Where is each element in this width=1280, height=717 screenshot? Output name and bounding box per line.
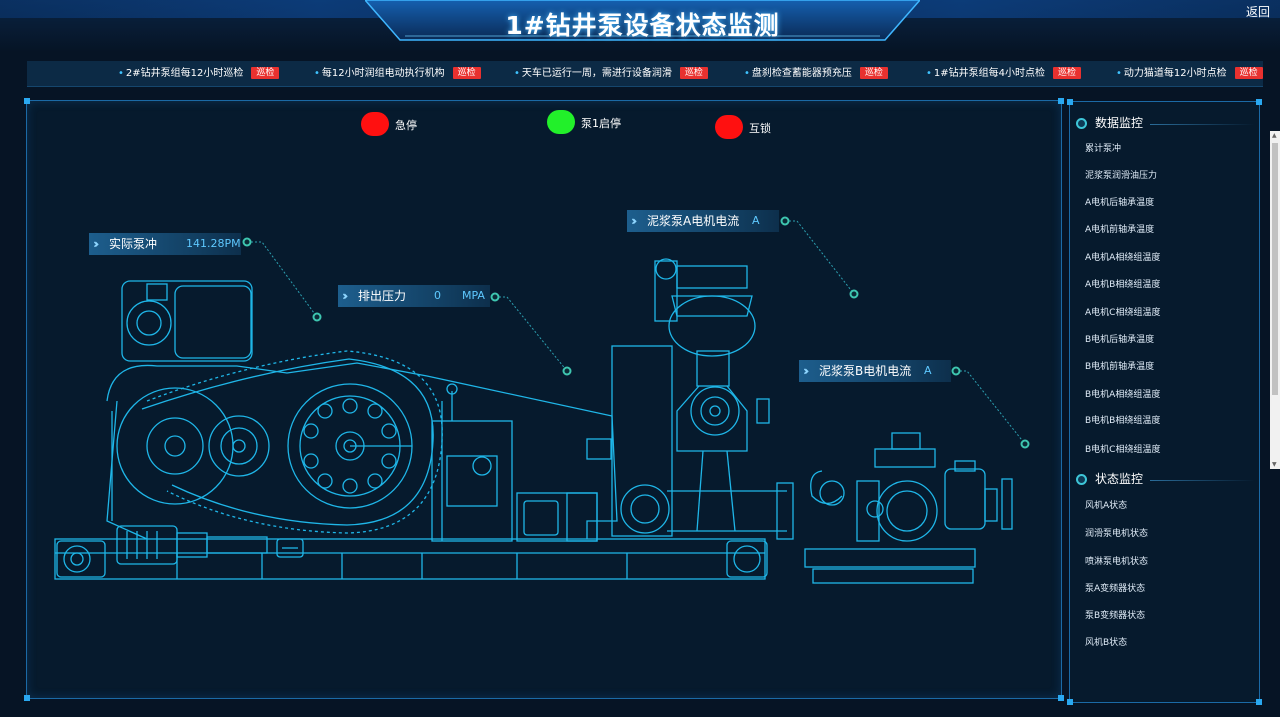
data-list-scrollbar[interactable]: ▲ ▼ bbox=[1270, 131, 1280, 469]
panel-corner bbox=[1058, 98, 1064, 104]
inspection-badge[interactable]: 巡检 bbox=[859, 67, 888, 79]
bullet-icon: • bbox=[118, 68, 124, 79]
page-title: 1#钻井泵设备状态监测 bbox=[505, 11, 780, 40]
inspection-badge[interactable]: 巡检 bbox=[251, 67, 280, 79]
section-divider bbox=[1150, 480, 1255, 481]
ticker-text: 天车已运行一周，需进行设备润滑 bbox=[521, 68, 672, 79]
panel-corner bbox=[1256, 699, 1262, 705]
section-title: 数据监控 bbox=[1095, 116, 1144, 130]
motor-a-current-tag[interactable]: ››› 泥浆泵A电机电流 A bbox=[627, 210, 779, 232]
data-monitor-item[interactable]: B电机后轴承温度 bbox=[1085, 335, 1155, 345]
chevron-right-icon: ››› bbox=[93, 237, 100, 251]
section-bullet-icon bbox=[1076, 118, 1087, 129]
ticker-item[interactable]: •每12小时润组电动执行机构巡检 bbox=[314, 61, 481, 86]
inspection-badge[interactable]: 巡检 bbox=[1053, 67, 1082, 79]
scroll-down-icon[interactable]: ▼ bbox=[1272, 461, 1277, 468]
tag-unit: A bbox=[752, 214, 760, 227]
tag-name: 排出压力 bbox=[358, 289, 407, 303]
bullet-icon: • bbox=[514, 68, 520, 79]
status-monitor-item[interactable]: 风机A状态 bbox=[1085, 501, 1128, 511]
bullet-icon: • bbox=[1116, 68, 1122, 79]
data-monitor-item[interactable]: B电机B相绕组温度 bbox=[1085, 416, 1161, 426]
data-monitor-item[interactable]: B电机前轴承温度 bbox=[1085, 362, 1155, 372]
inspection-badge[interactable]: 巡检 bbox=[1234, 67, 1263, 79]
discharge-pressure-tag[interactable]: ››› 排出压力 0 MPA bbox=[338, 285, 490, 307]
section-divider bbox=[1150, 124, 1255, 125]
panel-corner bbox=[1067, 99, 1073, 105]
panel-corner bbox=[24, 98, 30, 104]
data-monitor-item[interactable]: A电机B相绕组温度 bbox=[1085, 280, 1161, 290]
chevron-right-icon: ››› bbox=[342, 289, 349, 303]
callout-lines bbox=[242, 216, 1030, 449]
tag-unit: MPA bbox=[462, 289, 485, 302]
data-monitor-item[interactable]: 泥浆泵润滑油压力 bbox=[1085, 171, 1158, 181]
ticker-item[interactable]: •动力猫道每12小时点检巡检 bbox=[1116, 61, 1263, 86]
tag-name: 泥浆泵A电机电流 bbox=[647, 214, 740, 228]
chevron-right-icon: ››› bbox=[803, 364, 810, 378]
tag-unit: A bbox=[924, 364, 932, 377]
ticker-item[interactable]: •天车已运行一周，需进行设备润滑巡检 bbox=[514, 61, 708, 86]
title-plate bbox=[365, 0, 920, 41]
data-monitor-item[interactable]: 累计泵冲 bbox=[1085, 144, 1122, 154]
motor-b-current-tag[interactable]: ››› 泥浆泵B电机电流 A bbox=[799, 360, 951, 382]
tag-value: 141.28PM bbox=[186, 237, 241, 250]
inspection-badge[interactable]: 巡检 bbox=[452, 67, 481, 79]
tag-name: 泥浆泵B电机电流 bbox=[819, 364, 912, 378]
tag-value: 0 bbox=[434, 289, 441, 302]
section-title: 状态监控 bbox=[1095, 472, 1144, 486]
status-monitor-item[interactable]: 润滑泵电机状态 bbox=[1085, 529, 1149, 539]
bullet-icon: • bbox=[314, 68, 320, 79]
tag-name: 实际泵冲 bbox=[109, 237, 158, 251]
inspection-badge[interactable]: 巡检 bbox=[679, 67, 708, 79]
bullet-icon: • bbox=[744, 68, 750, 79]
ticker-text: 每12小时润组电动执行机构 bbox=[321, 68, 445, 79]
data-monitor-item[interactable]: B电机C相绕组温度 bbox=[1085, 445, 1161, 455]
panel-corner bbox=[24, 695, 30, 701]
ticker-text: 1#钻井泵组每4小时点检 bbox=[933, 68, 1046, 79]
data-monitor-heading: 数据监控 bbox=[1076, 114, 1143, 132]
indicator-label: 急停 bbox=[395, 119, 417, 132]
panel-corner bbox=[1067, 699, 1073, 705]
status-monitor-heading: 状态监控 bbox=[1076, 470, 1143, 488]
scrollbar-thumb[interactable] bbox=[1272, 143, 1278, 395]
ticker-text: 动力猫道每12小时点检 bbox=[1123, 68, 1227, 79]
inspection-ticker: •2#钻井泵组每12小时巡检巡检 •每12小时润组电动执行机构巡检 •天车已运行… bbox=[27, 61, 1263, 87]
data-monitor-item[interactable]: A电机前轴承温度 bbox=[1085, 225, 1155, 235]
panel-corner bbox=[1256, 99, 1262, 105]
status-monitor-item[interactable]: 喷淋泵电机状态 bbox=[1085, 557, 1149, 567]
status-monitor-item[interactable]: 风机B状态 bbox=[1085, 638, 1128, 648]
section-bullet-icon bbox=[1076, 474, 1087, 485]
drilling-pump-diagram bbox=[54, 258, 1013, 584]
status-lamp bbox=[547, 110, 575, 134]
chevron-right-icon: ››› bbox=[631, 214, 638, 228]
status-lamp bbox=[715, 115, 743, 139]
monitor-side-panel: 数据监控 累计泵冲 泥浆泵润滑油压力 A电机后轴承温度 A电机前轴承温度 A电机… bbox=[1067, 99, 1262, 705]
pump-diagram-panel: 急停 泵1启停 互锁 ››› 实际泵冲 141.28PM ››› 排出压力 0 bbox=[24, 98, 1064, 701]
status-monitor-item[interactable]: 泵B变频器状态 bbox=[1085, 611, 1146, 621]
ticker-text: 盘刹检查蓄能器预充压 bbox=[751, 68, 852, 79]
data-monitor-item[interactable]: A电机后轴承温度 bbox=[1085, 198, 1155, 208]
data-monitor-item[interactable]: A电机A相绕组温度 bbox=[1085, 253, 1161, 263]
ticker-text: 2#钻井泵组每12小时巡检 bbox=[125, 68, 244, 79]
scroll-up-icon[interactable]: ▲ bbox=[1272, 132, 1277, 139]
ticker-item[interactable]: •盘刹检查蓄能器预充压巡检 bbox=[744, 61, 888, 86]
pump-stroke-tag[interactable]: ››› 实际泵冲 141.28PM bbox=[89, 233, 241, 255]
header-bar: 1#钻井泵设备状态监测 返回 bbox=[0, 0, 1280, 52]
status-monitor-item[interactable]: 泵A变频器状态 bbox=[1085, 584, 1146, 594]
panel-corner bbox=[1058, 695, 1064, 701]
indicator-label: 泵1启停 bbox=[581, 117, 621, 130]
status-lamp bbox=[361, 112, 389, 136]
data-monitor-item[interactable]: B电机A相绕组温度 bbox=[1085, 390, 1161, 400]
ticker-item[interactable]: •2#钻井泵组每12小时巡检巡检 bbox=[118, 61, 280, 86]
indicator-label: 互锁 bbox=[749, 122, 771, 135]
back-button[interactable]: 返回 bbox=[1245, 5, 1270, 19]
data-monitor-item[interactable]: A电机C相绕组温度 bbox=[1085, 308, 1161, 318]
bullet-icon: • bbox=[926, 68, 932, 79]
ticker-item[interactable]: •1#钻井泵组每4小时点检巡检 bbox=[926, 61, 1082, 86]
